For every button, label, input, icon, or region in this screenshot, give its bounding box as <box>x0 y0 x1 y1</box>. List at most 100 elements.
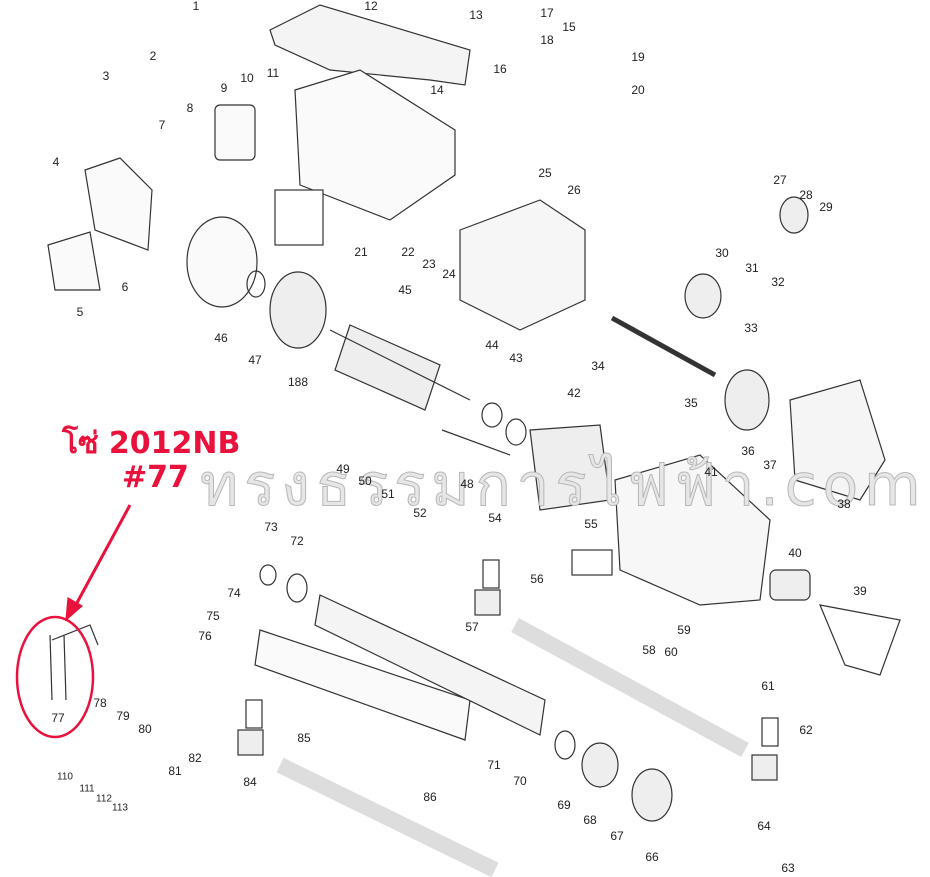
part-number-label: 64 <box>757 819 771 833</box>
part-number-label: 37 <box>763 458 777 472</box>
holder-68 <box>581 742 619 788</box>
part-number-label: 38 <box>837 497 851 511</box>
part-number-label: 61 <box>761 679 775 693</box>
handle-5 <box>47 231 101 291</box>
part-number-label: 52 <box>413 506 427 520</box>
part-number-label: 43 <box>509 351 523 365</box>
part-number-label: 44 <box>485 338 499 352</box>
part-number-label: 69 <box>557 798 571 812</box>
screw-48 <box>441 429 511 456</box>
wheel-66 <box>631 768 673 822</box>
part-number-label: 19 <box>631 50 645 64</box>
gear-case <box>459 199 586 331</box>
roller-60 <box>511 617 749 758</box>
part-number-label: 63 <box>781 861 795 875</box>
part-number-label: 30 <box>715 246 729 260</box>
part-number-label: 72 <box>290 534 304 548</box>
part-number-label: 16 <box>493 62 507 76</box>
part-number-label: 84 <box>243 775 257 789</box>
part-number-label: 82 <box>188 751 202 765</box>
part-number-label: 31 <box>745 261 759 275</box>
gear-28 <box>779 196 809 234</box>
part-number-label: 77 <box>51 711 65 725</box>
cover-38 <box>789 379 886 501</box>
part-number-label: 47 <box>248 353 262 367</box>
part-number-label: 80 <box>138 722 152 736</box>
part-number-label: 39 <box>853 584 867 598</box>
part-number-label: 10 <box>240 71 254 85</box>
part-number-label: 60 <box>664 645 678 659</box>
annotation-arrow <box>70 504 132 613</box>
part-number-label: 1 <box>192 0 200 13</box>
part-number-label: 76 <box>198 629 212 643</box>
field-42 <box>529 424 611 511</box>
part-number-label: 62 <box>799 723 813 737</box>
part-number-label: 54 <box>488 511 502 525</box>
part-number-label: 113 <box>112 802 128 814</box>
part-number-label: 25 <box>538 166 552 180</box>
part-number-label: 75 <box>206 609 220 623</box>
armature <box>329 324 471 411</box>
part-number-label: 110 <box>57 771 73 783</box>
part-number-label: 112 <box>96 793 112 805</box>
part-number-label: 67 <box>610 829 624 843</box>
fan-188 <box>269 271 327 349</box>
part-number-label: 2 <box>149 49 157 63</box>
block-56 <box>474 589 501 616</box>
part-number-label: 48 <box>460 477 474 491</box>
spring-85 <box>245 699 263 729</box>
spring-61 <box>761 717 779 747</box>
bearing-69 <box>554 730 576 760</box>
part-number-label: 86 <box>423 790 437 804</box>
label-55 <box>571 549 613 576</box>
part-number-label: 33 <box>744 321 758 335</box>
part-number-label: 7 <box>158 118 166 132</box>
part-number-label: 49 <box>336 462 350 476</box>
annotation-part-number: #77 <box>122 460 189 495</box>
part-number-label: 55 <box>584 517 598 531</box>
part-number-label: 68 <box>583 813 597 827</box>
switch-9 <box>214 104 256 161</box>
block-84 <box>237 729 264 756</box>
part-number-label: 81 <box>168 764 182 778</box>
highlight-circle <box>15 615 95 739</box>
block-64 <box>751 754 778 781</box>
part-number-label: 56 <box>530 572 544 586</box>
bearing-72 <box>286 573 308 603</box>
arrow-head-icon <box>65 597 84 622</box>
gear-31 <box>684 273 722 319</box>
part-number-label: 18 <box>540 33 554 47</box>
washer-44 <box>481 402 503 428</box>
part-number-label: 32 <box>771 275 785 289</box>
part-number-label: 20 <box>631 83 645 97</box>
platen-71 <box>314 594 546 736</box>
part-number-label: 85 <box>297 731 311 745</box>
plate-75 <box>254 629 471 741</box>
part-number-label: 9 <box>220 81 228 95</box>
part-number-label: 45 <box>398 283 412 297</box>
part-number-label: 50 <box>358 474 372 488</box>
part-number-label: 51 <box>381 487 395 501</box>
part-number-label: 24 <box>442 267 456 281</box>
part-number-label: 3 <box>102 69 110 83</box>
part-number-label: 57 <box>465 620 479 634</box>
part-number-label: 6 <box>121 280 129 294</box>
part-number-label: 11 <box>266 66 280 80</box>
part-number-label: 74 <box>227 586 241 600</box>
part-number-label: 15 <box>562 20 576 34</box>
part-number-label: 188 <box>287 375 309 389</box>
annotation-model: โซ่ 2012NB <box>62 426 241 461</box>
housing <box>294 69 456 221</box>
part-number-label: 36 <box>741 444 755 458</box>
part-number-label: 46 <box>214 331 228 345</box>
part-number-label: 73 <box>264 520 278 534</box>
part-number-label: 41 <box>704 465 718 479</box>
part-number-label: 26 <box>567 183 581 197</box>
part-number-label: 79 <box>116 709 130 723</box>
pulley-40 <box>769 569 811 601</box>
part-number-label: 34 <box>591 359 605 373</box>
baffle-46 <box>186 216 258 308</box>
shaft-35 <box>610 315 717 378</box>
